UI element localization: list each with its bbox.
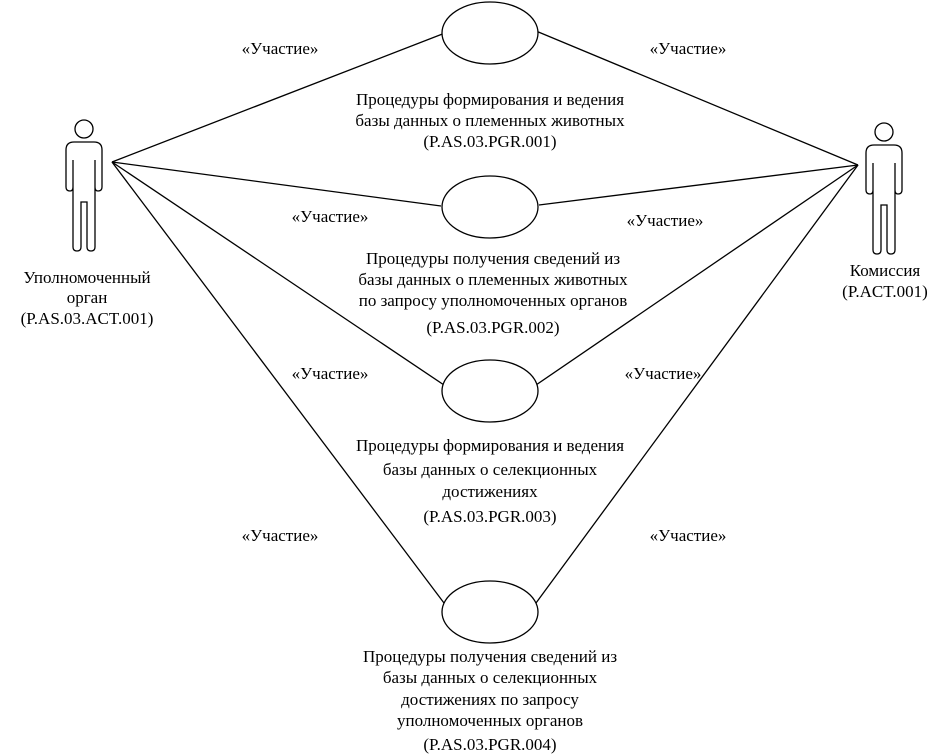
use-case-label-line: базы данных о селекционных: [383, 460, 598, 479]
use-case-label-line: уполномоченных органов: [397, 711, 583, 730]
actor-label-line: Комиссия: [850, 261, 921, 280]
use-case-label-line: (P.AS.03.PGR.003): [423, 507, 556, 526]
use-case-label-line: (P.AS.03.PGR.001): [423, 132, 556, 151]
use-case-pgr-004[interactable]: [441, 580, 539, 644]
association-line-authorized-body-pgr-002: [111, 161, 442, 207]
actor-label-line: Уполномоченный: [23, 268, 150, 287]
use-case-label-line: Процедуры формирования и ведения: [356, 90, 624, 109]
use-case-pgr-001[interactable]: [441, 1, 539, 65]
actor-head-icon: [874, 122, 894, 142]
association-line-commission-pgr-004: [535, 164, 859, 604]
association-label: «Участие»: [242, 39, 319, 58]
association-label: «Участие»: [242, 526, 319, 545]
actor-figure-authorized-body[interactable]: [65, 119, 103, 252]
use-case-label-pgr-002: Процедуры получения сведений из базы дан…: [358, 249, 628, 337]
association-label: «Участие»: [625, 364, 702, 383]
association-line-authorized-body-pgr-004: [111, 161, 445, 604]
use-case-label-line: базы данных о селекционных: [383, 668, 598, 687]
association-label: «Участие»: [627, 211, 704, 230]
use-case-pgr-003[interactable]: [441, 359, 539, 423]
use-cases: [441, 1, 539, 644]
use-case-label-line: Процедуры получения сведений из: [363, 647, 617, 666]
actor-label-commission: Комиссия (P.ACT.001): [842, 261, 928, 301]
association-label: «Участие»: [292, 207, 369, 226]
use-case-label-line: достижениях по запросу: [401, 690, 579, 709]
use-case-label-pgr-003: Процедуры формирования и ведения базы да…: [356, 436, 624, 526]
use-case-pgr-002[interactable]: [441, 175, 539, 239]
actor-label-line: (P.AS.03.ACT.001): [21, 309, 154, 328]
actor-body-icon: [865, 144, 903, 255]
actor-label-line: орган: [67, 288, 108, 307]
association-label: «Участие»: [650, 39, 727, 58]
use-case-label-line: (P.AS.03.PGR.004): [423, 735, 556, 754]
association-label: «Участие»: [292, 364, 369, 383]
actor-figure-commission[interactable]: [865, 122, 903, 255]
actor-label-line: (P.ACT.001): [842, 282, 928, 301]
association-line-commission-pgr-002: [538, 164, 859, 206]
use-case-label-pgr-001: Процедуры формирования и ведения базы да…: [355, 90, 625, 151]
association-line-commission-pgr-003: [535, 164, 859, 386]
use-case-label-line: по запросу уполномоченных органов: [359, 291, 628, 310]
actor-body-icon: [65, 141, 103, 252]
use-case-label-line: достижениях: [442, 482, 538, 501]
use-case-label-line: базы данных о племенных животных: [355, 111, 625, 130]
use-case-label-line: Процедуры получения сведений из: [366, 249, 620, 268]
use-case-label-line: Процедуры формирования и ведения: [356, 436, 624, 455]
association-line-authorized-body-pgr-001: [111, 32, 446, 163]
actor-label-authorized-body: Уполномоченный орган (P.AS.03.ACT.001): [21, 268, 154, 328]
association-label: «Участие»: [650, 526, 727, 545]
use-case-label-pgr-004: Процедуры получения сведений из базы дан…: [363, 647, 617, 754]
association-lines: [111, 30, 859, 604]
use-case-label-line: (P.AS.03.PGR.002): [426, 318, 559, 337]
association-line-commission-pgr-001: [535, 30, 859, 166]
use-case-label-line: базы данных о племенных животных: [358, 270, 628, 289]
association-line-authorized-body-pgr-003: [111, 161, 445, 386]
actor-head-icon: [74, 119, 94, 139]
association-labels: «Участие» «Участие» «Участие» «Участие» …: [242, 39, 727, 545]
